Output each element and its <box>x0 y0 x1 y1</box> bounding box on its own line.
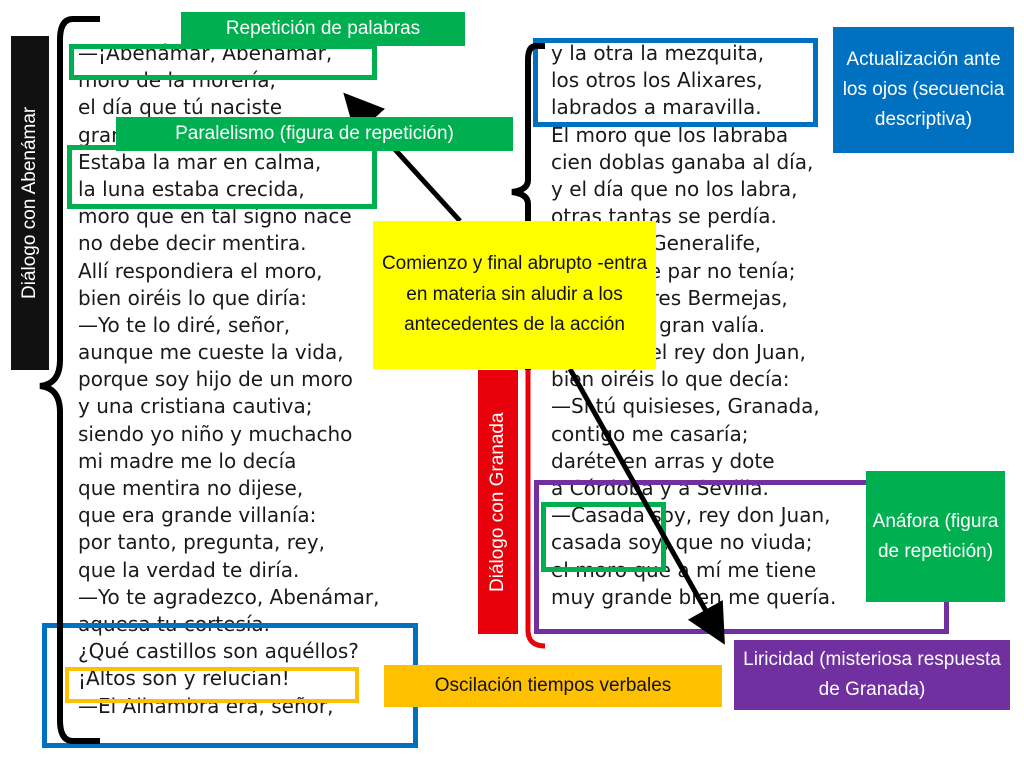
poem-line: cien doblas ganaba al día, <box>551 149 814 174</box>
poem-line: por tanto, pregunta, rey, <box>78 530 326 555</box>
annotation-anafora-text: Anáfora (figura de repetición) <box>872 510 999 562</box>
poem-line: y la otra la mezquita, <box>551 41 765 65</box>
annotation-paralelismo: Paralelismo (figura de repetición) <box>116 117 513 151</box>
poem-line: y una cristiana cautiva; <box>78 394 313 419</box>
bracket-left-icon <box>39 16 100 744</box>
annotation-liricidad-text: Liricidad (misteriosa respuesta de Grana… <box>743 649 1001 700</box>
poem-line: bien oiréis lo que diría: <box>78 285 308 310</box>
poem-line: contigo me casaría; <box>551 421 749 446</box>
poem-line: que la verdad te diría. <box>78 557 300 582</box>
poem-line: y el día que no los labra, <box>551 176 798 201</box>
highlight-box-oscilacion <box>65 667 359 703</box>
poem-line: el día que tú naciste <box>78 95 283 120</box>
annotation-comienzo-final-abrupto: Comienzo y final abrupto -entra en mater… <box>373 221 656 369</box>
annotation-repeticion-text: Repetición de palabras <box>225 18 421 39</box>
poem-line: porque soy hijo de un moro <box>78 367 353 392</box>
annotation-liricidad: Liricidad (misteriosa respuesta de Grana… <box>734 640 1010 710</box>
annotation-oscilacion-text: Oscilación tiempos verbales <box>434 675 672 696</box>
highlight-box-actualizacion <box>533 38 818 127</box>
poem-line: siendo yo niño y muchacho <box>78 421 353 446</box>
poem-line: Estaba la mar en calma, <box>78 149 322 174</box>
poem-line: —Yo te lo diré, señor, <box>78 312 291 337</box>
annotation-comienzo-text: Comienzo y final abrupto -entra en mater… <box>381 253 648 336</box>
poem-line: Allí respondiera el moro, <box>78 258 323 283</box>
highlight-box-repeticion <box>69 44 377 80</box>
annotation-paralelismo-text: Paralelismo (figura de repetición) <box>175 123 454 144</box>
poem-line: daréte en arras y dote <box>551 448 775 473</box>
annotation-actualizacion-text: Actualización ante los ojos (secuencia d… <box>842 49 1005 130</box>
poem-line: ¿Qué castillos son aquéllos? <box>78 639 359 664</box>
poem-line: moro de la morería, <box>78 68 276 93</box>
poem-line: mi madre me lo decía <box>78 448 297 473</box>
poem-line: labrados a maravilla. <box>551 95 762 120</box>
poem-line: que era grande villanía: <box>78 503 317 528</box>
poem-line: que mentira no dijese, <box>78 476 304 500</box>
poem-line: aunque me cueste la vida, <box>78 340 344 365</box>
poem-line: no debe decir mentira. <box>78 231 307 256</box>
bracket-right-icon <box>511 43 545 370</box>
poem-line: los otros los Alixares, <box>551 68 763 93</box>
arrow-to-end-icon <box>567 367 725 645</box>
poem-line: —El Alhambra era, señor, <box>78 693 334 718</box>
bracket-right-red-icon <box>525 370 546 649</box>
poem-line: casada soy, que no viuda; <box>551 530 813 555</box>
poem-line: —Yo te agradezco, Abenámar, <box>78 584 380 609</box>
poem-line: bien oiréis lo que decía: <box>551 367 790 392</box>
poem-line: la luna estaba crecida, <box>78 176 305 201</box>
annotation-anafora: Anáfora (figura de repetición) <box>866 471 1005 602</box>
annotation-actualizacion: Actualización ante los ojos (secuencia d… <box>833 27 1014 153</box>
annotation-repeticion: Repetición de palabras <box>181 12 465 46</box>
poem-line: —Casada soy, rey don Juan, <box>551 503 831 528</box>
annotation-oscilacion: Oscilación tiempos verbales <box>384 665 722 707</box>
